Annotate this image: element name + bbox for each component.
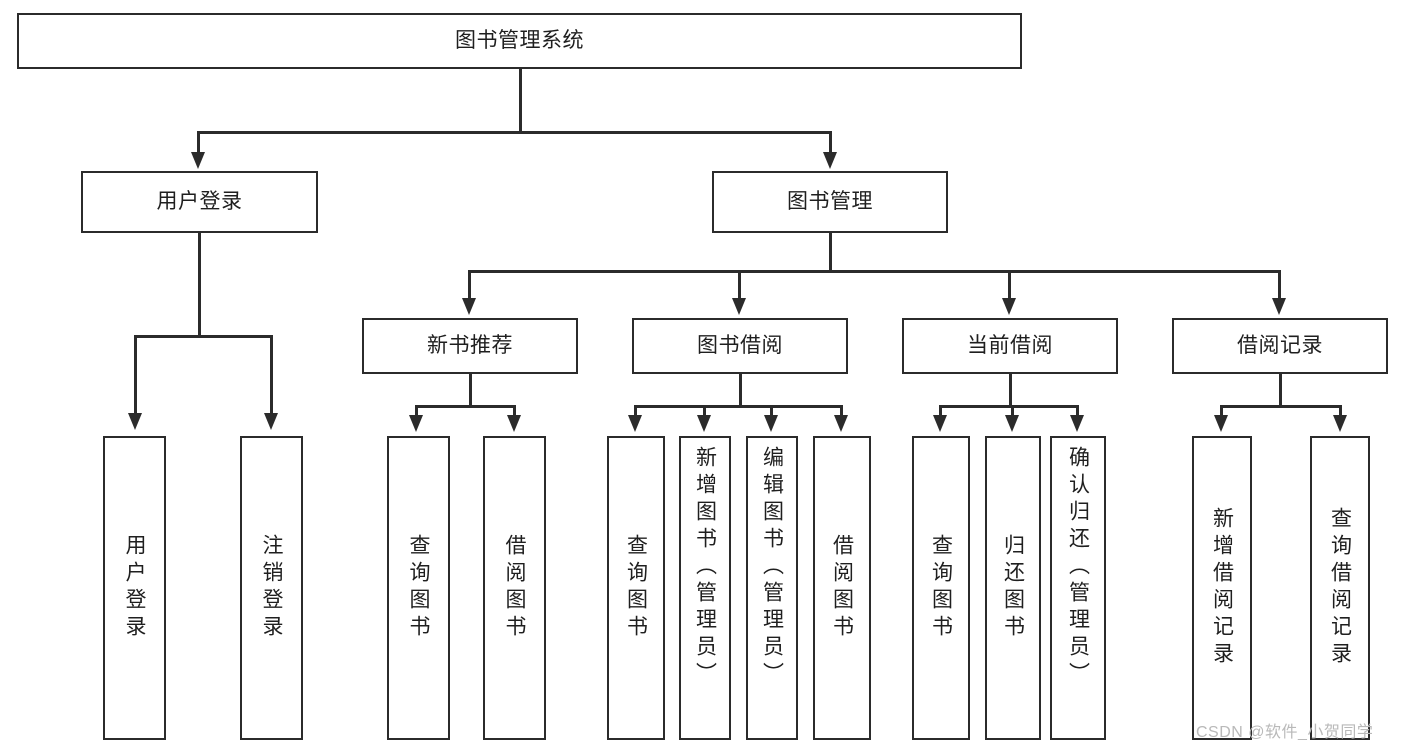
leaf-cb-confirm[interactable]: 确认归还（管理员） [1050, 436, 1106, 740]
leaf-br-add[interactable]: 新增借阅记录 [1192, 436, 1252, 740]
connector-bm-drop-4 [1278, 270, 1281, 300]
arrow-bb-to-edit [764, 415, 778, 432]
arrow-root-to-book-manage [823, 152, 837, 169]
leaf-user-logout-label: 注销登录 [260, 534, 283, 642]
connector-root-to-user-login [197, 131, 200, 154]
connector-cb-drop-1 [939, 405, 942, 417]
connector-br-drop-2 [1339, 405, 1342, 417]
arrow-root-to-user-login [191, 152, 205, 169]
node-book-borrow[interactable]: 图书借阅 [632, 318, 848, 374]
leaf-user-logout[interactable]: 注销登录 [240, 436, 303, 740]
leaf-bb-add-label: 新增图书（管理员） [693, 446, 717, 689]
connector-bb-bar [634, 405, 842, 408]
connector-cb-drop-3 [1076, 405, 1079, 417]
connector-book-manage-stem [829, 233, 832, 271]
connector-root-stem [519, 69, 522, 131]
arrow-rec-to-borrow [507, 415, 521, 432]
connector-user-login-bar [134, 335, 272, 338]
connector-book-manage-bar [468, 270, 1280, 273]
node-user-login-label: 用户登录 [156, 189, 243, 213]
arrow-cb-to-return [1005, 415, 1019, 432]
leaf-rec-borrow[interactable]: 借阅图书 [483, 436, 546, 740]
arrow-cb-to-confirm [1070, 415, 1084, 432]
arrow-bm-to-new-book-rec [462, 298, 476, 315]
leaf-bb-query[interactable]: 查询图书 [607, 436, 665, 740]
leaf-bb-edit[interactable]: 编辑图书（管理员） [746, 436, 798, 740]
node-root-label: 图书管理系统 [455, 28, 584, 52]
leaf-cb-confirm-label: 确认归还（管理员） [1066, 446, 1090, 689]
connector-bm-drop-1 [468, 270, 471, 300]
node-root[interactable]: 图书管理系统 [17, 13, 1022, 69]
leaf-user-login-label: 用户登录 [123, 534, 146, 642]
leaf-bb-query-label: 查询图书 [624, 534, 648, 642]
connector-br-stem [1279, 374, 1282, 405]
leaf-cb-query-label: 查询图书 [929, 534, 953, 642]
arrow-rec-to-query [409, 415, 423, 432]
node-borrow-record[interactable]: 借阅记录 [1172, 318, 1388, 374]
connector-user-login-right-drop [270, 335, 273, 415]
connector-rec-bar [415, 405, 515, 408]
leaf-rec-borrow-label: 借阅图书 [503, 534, 526, 642]
connector-user-login-stem [198, 233, 201, 335]
connector-bb-drop-3 [770, 405, 773, 417]
leaf-br-query[interactable]: 查询借阅记录 [1310, 436, 1370, 740]
arrow-br-to-add [1214, 415, 1228, 432]
connector-rec-drop-1 [415, 405, 418, 417]
connector-bb-drop-1 [634, 405, 637, 417]
connector-cb-stem [1009, 374, 1012, 405]
arrow-bm-to-borrow-record [1272, 298, 1286, 315]
connector-br-bar [1220, 405, 1341, 408]
connector-bb-stem [739, 374, 742, 405]
leaf-rec-query-label: 查询图书 [407, 534, 430, 642]
connector-root-to-book-manage [829, 131, 832, 154]
leaf-bb-borrow[interactable]: 借阅图书 [813, 436, 871, 740]
connector-cb-bar [939, 405, 1078, 408]
node-current-borrow[interactable]: 当前借阅 [902, 318, 1118, 374]
leaf-bb-edit-label: 编辑图书（管理员） [760, 446, 784, 689]
arrow-br-to-query [1333, 415, 1347, 432]
node-book-manage-label: 图书管理 [787, 189, 873, 213]
csdn-watermark: CSDN @软件_小贺同学 [1196, 724, 1374, 741]
leaf-bb-add[interactable]: 新增图书（管理员） [679, 436, 731, 740]
connector-br-drop-1 [1220, 405, 1223, 417]
leaf-user-login[interactable]: 用户登录 [103, 436, 166, 740]
arrow-cb-to-query [933, 415, 947, 432]
connector-user-login-left-drop [134, 335, 137, 415]
node-current-borrow-label: 当前借阅 [967, 333, 1053, 357]
leaf-bb-borrow-label: 借阅图书 [830, 534, 854, 642]
arrow-bm-to-current-borrow [1002, 298, 1016, 315]
node-borrow-record-label: 借阅记录 [1237, 333, 1323, 357]
connector-rec-stem [469, 374, 472, 405]
leaf-br-query-label: 查询借阅记录 [1328, 507, 1352, 669]
arrow-user-login-to-leaf-login [128, 413, 142, 430]
connector-root-bar [197, 131, 831, 134]
connector-bm-drop-2 [738, 270, 741, 300]
node-new-book-rec-label: 新书推荐 [427, 333, 513, 357]
arrow-user-login-to-leaf-logout [264, 413, 278, 430]
connector-bb-drop-2 [703, 405, 706, 417]
connector-rec-drop-2 [513, 405, 516, 417]
arrow-bb-to-query [628, 415, 642, 432]
connector-cb-drop-2 [1011, 405, 1014, 417]
leaf-br-add-label: 新增借阅记录 [1210, 507, 1234, 669]
leaf-cb-return[interactable]: 归还图书 [985, 436, 1041, 740]
connector-bb-drop-4 [840, 405, 843, 417]
node-new-book-rec[interactable]: 新书推荐 [362, 318, 578, 374]
node-user-login[interactable]: 用户登录 [81, 171, 318, 233]
arrow-bm-to-book-borrow [732, 298, 746, 315]
node-book-borrow-label: 图书借阅 [697, 333, 783, 357]
leaf-rec-query[interactable]: 查询图书 [387, 436, 450, 740]
leaf-cb-return-label: 归还图书 [1001, 534, 1025, 642]
node-book-manage[interactable]: 图书管理 [712, 171, 948, 233]
arrow-bb-to-borrow [834, 415, 848, 432]
arrow-bb-to-add [697, 415, 711, 432]
leaf-cb-query[interactable]: 查询图书 [912, 436, 970, 740]
connector-bm-drop-3 [1008, 270, 1011, 300]
